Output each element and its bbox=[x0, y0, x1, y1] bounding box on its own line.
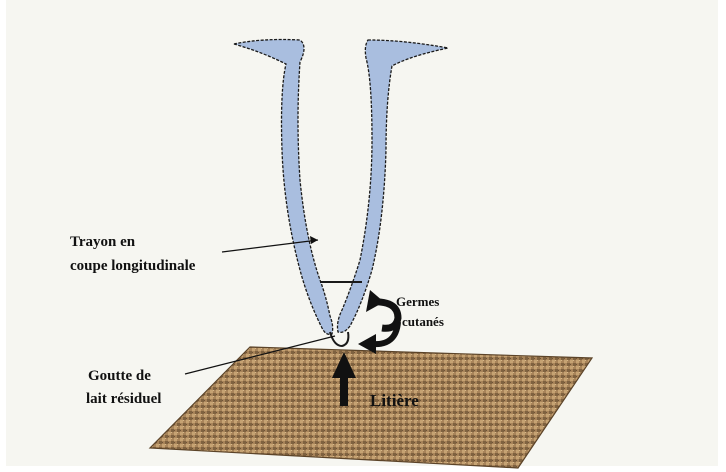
germes-label-line2: cutanés bbox=[402, 314, 444, 329]
teat-left-wall bbox=[234, 40, 333, 335]
germs-arrowhead-top bbox=[366, 290, 384, 312]
trayon-label-line1: Trayon en bbox=[70, 234, 136, 250]
up-arrow-shaft bbox=[340, 376, 348, 406]
teat-right-wall bbox=[338, 40, 449, 332]
goutte-label-line1: Goutte de bbox=[88, 368, 151, 384]
litiere-label: Litière bbox=[370, 391, 419, 410]
germes-label-line1: Germes bbox=[396, 294, 439, 309]
trayon-leader-tip bbox=[310, 236, 318, 244]
goutte-label-line2: lait résiduel bbox=[86, 391, 161, 407]
milk-drop bbox=[330, 332, 348, 346]
trayon-label-line2: coupe longitudinale bbox=[70, 258, 196, 274]
